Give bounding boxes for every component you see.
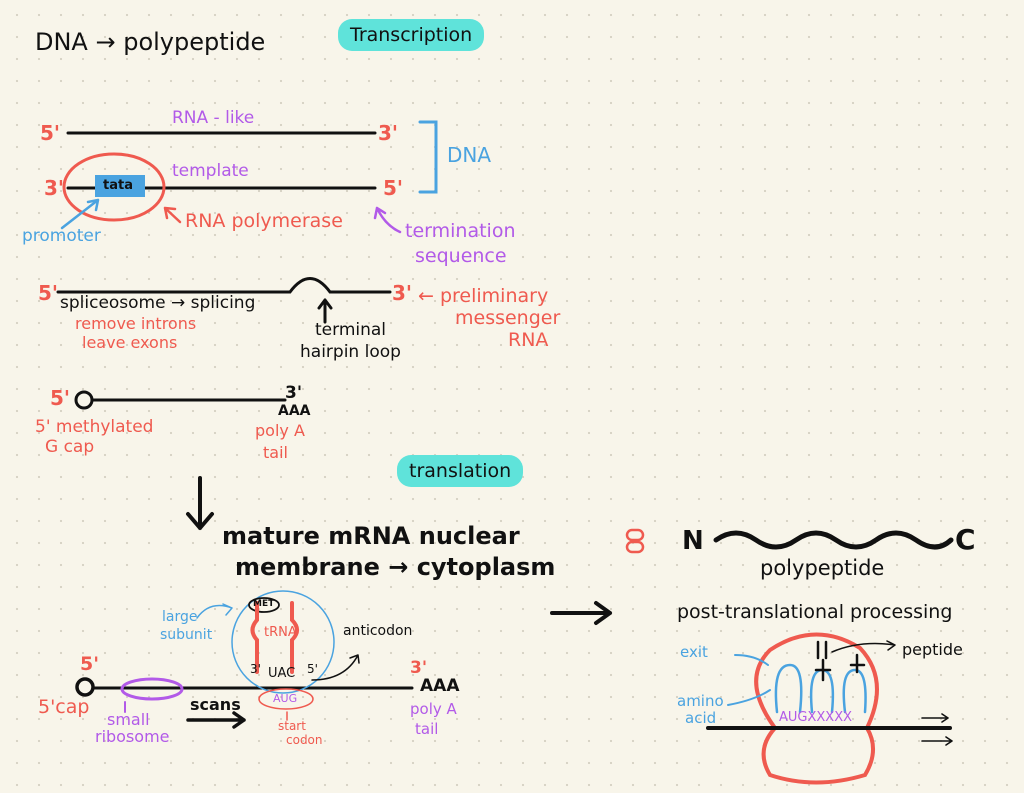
label-hairpin-loop: hairpin loop: [300, 342, 401, 362]
rna-polymerase-ellipse: [62, 152, 166, 222]
label-remove-introns: remove introns: [75, 314, 197, 333]
label-5prime: 5': [383, 176, 404, 200]
termination-arrow: [373, 206, 402, 234]
label-c-terminus: C: [955, 523, 976, 556]
start-codon-ellipse: [258, 688, 314, 710]
translation-heading: translation: [397, 455, 524, 487]
peptide-marks: [814, 640, 866, 682]
label-met: MET: [253, 599, 275, 609]
dna-bracket: [418, 120, 438, 194]
label-rna-polymerase: RNA polymerase: [185, 210, 343, 232]
label-peptide: peptide: [902, 640, 963, 659]
label-5prime: 5': [40, 121, 61, 145]
label-promoter: promoter: [22, 226, 101, 246]
label-3prime: 3': [410, 658, 428, 678]
trna-loops: [774, 663, 867, 714]
label-3prime: 3': [285, 383, 303, 403]
label-trna: tRNA: [264, 625, 297, 640]
label-scans: scans: [190, 695, 241, 714]
label-amino: amino: [677, 692, 724, 710]
label-start: start: [278, 719, 306, 733]
label-tail: tail: [415, 720, 439, 738]
ribosome-blob: [754, 632, 879, 785]
polymerase-arrow: [163, 206, 182, 224]
label-poly-a: poly A: [410, 700, 457, 718]
peptide-arrow: [831, 640, 896, 653]
label-rna: RNA: [508, 329, 549, 351]
label-5cap: 5'cap: [38, 696, 90, 718]
label-sequence: sequence: [415, 245, 507, 267]
label-tail: tail: [263, 443, 288, 462]
label-spliceosome: spliceosome → splicing: [60, 293, 256, 313]
hairpin-arrow: [317, 298, 333, 324]
pre-mrna-strand: [56, 277, 392, 294]
label-template: template: [172, 161, 249, 181]
label-dna: DNA: [447, 143, 492, 167]
label-3prime: 3': [378, 121, 399, 145]
label-anticodon: anticodon: [343, 623, 413, 639]
label-uac: UAC: [268, 666, 296, 681]
scans-arrow: [186, 711, 246, 729]
large-subunit-arrow: [196, 603, 233, 619]
tata-box: [95, 175, 145, 197]
label-small: small: [107, 710, 150, 729]
transcription-heading: Transcription: [338, 19, 485, 51]
label-mature-mrna: mature mRNA nuclear: [222, 522, 520, 550]
label-codon: codon: [286, 733, 323, 747]
page-title: DNA → polypeptide: [35, 28, 266, 56]
exit-arrow: [734, 654, 769, 666]
label-3prime: 3': [250, 662, 261, 676]
label-5prime: 5': [80, 653, 100, 675]
label-acid: acid: [685, 709, 717, 727]
label-g-cap: G cap: [45, 437, 95, 457]
label-5prime: 5': [38, 281, 59, 305]
label-large: large: [162, 609, 198, 625]
label-3prime: 3': [392, 281, 413, 305]
label-aug: AUG: [273, 692, 298, 705]
label-5-methylated: 5' methylated: [35, 417, 154, 437]
label-tata: tata: [103, 178, 133, 193]
label-aaa: AAA: [420, 676, 460, 696]
label-termination: termination: [405, 220, 516, 242]
label-post-translational-processing: post-translational processing: [677, 601, 953, 623]
amino-acid-arrow: [727, 689, 771, 706]
label-3prime: 3': [44, 176, 65, 200]
down-arrow: [186, 476, 214, 530]
label-preliminary: ← preliminary: [418, 285, 549, 307]
label-5prime: 5': [50, 386, 71, 410]
label-polypeptide: polypeptide: [760, 556, 885, 580]
label-poly-a: poly A: [255, 421, 305, 440]
large-subunit: [231, 590, 335, 694]
promoter-arrow: [60, 198, 100, 230]
label-terminal: terminal: [315, 320, 387, 340]
label-mrna-sequence: AUGXXXXX: [779, 710, 853, 725]
label-subunit: subunit: [160, 627, 213, 643]
label-messenger: messenger: [455, 307, 561, 329]
right-arrow: [550, 601, 612, 625]
anticodon-arrow: [311, 654, 360, 681]
label-rna-like: RNA - like: [172, 108, 255, 128]
met-ellipse: [248, 597, 280, 613]
ribosome-outline-8: [625, 528, 645, 554]
label-leave-exons: leave exons: [82, 333, 178, 352]
label-membrane-cytoplasm: membrane → cytoplasm: [235, 553, 556, 581]
methyl-cap-circle: [74, 390, 94, 410]
trna-shape: [250, 601, 299, 674]
label-n-terminus: N: [682, 526, 704, 556]
small-ribosome: [120, 677, 184, 701]
direction-arrows: [921, 713, 953, 746]
label-exit: exit: [680, 643, 708, 661]
label-ribosome: ribosome: [95, 727, 170, 746]
polypeptide-wave: [713, 530, 954, 550]
label-aaa: AAA: [278, 403, 311, 419]
label-5prime: 5': [307, 662, 318, 676]
cap-circle: [75, 677, 95, 697]
